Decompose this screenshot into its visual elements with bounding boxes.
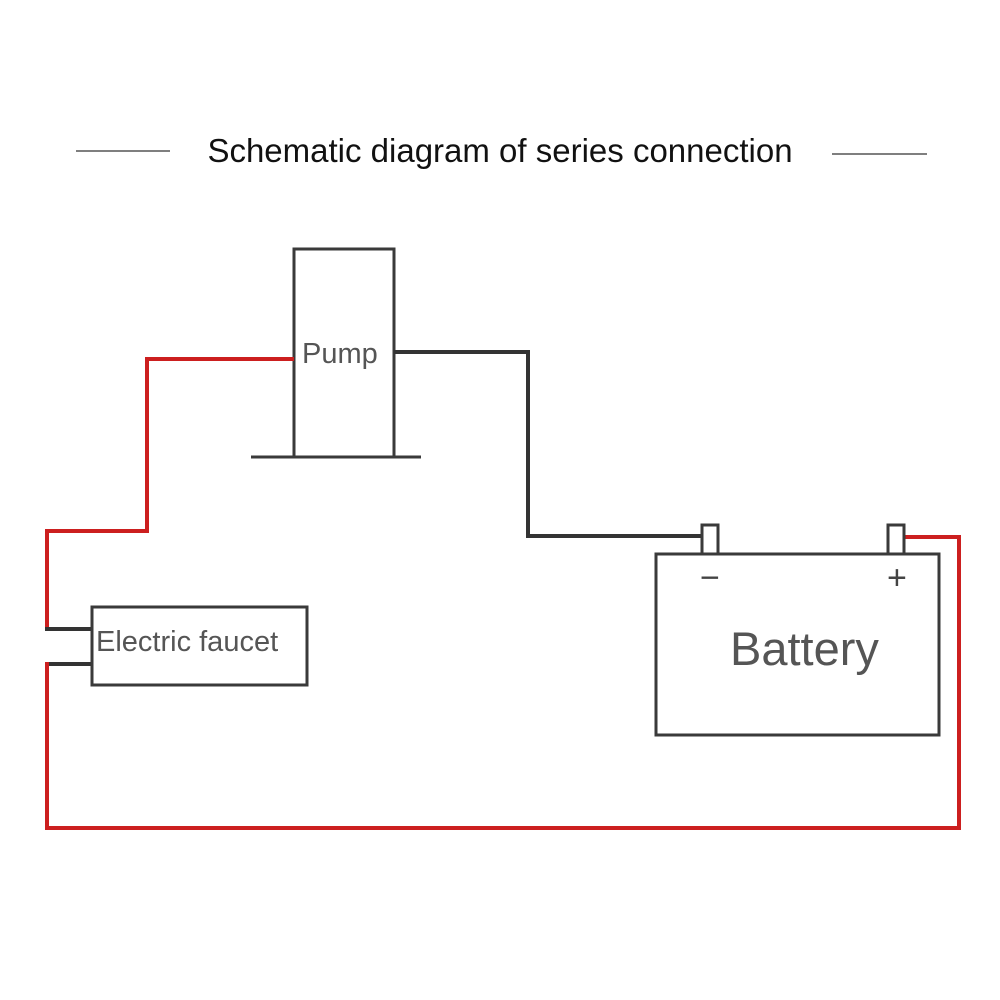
positive-symbol: + [887, 559, 907, 597]
diagram-title: Schematic diagram of series connection [0, 132, 1000, 170]
wire-pump-to-battery-negative [394, 350, 704, 538]
wire-pump-to-faucet [45, 357, 294, 629]
battery-terminal-negative [700, 523, 720, 556]
battery-label: Battery [730, 622, 879, 675]
battery-box [654, 552, 941, 737]
diagram-title-text: Schematic diagram of series connection [201, 132, 799, 169]
wire-faucet-to-battery-positive [45, 535, 961, 830]
battery-terminal-positive [886, 523, 906, 556]
negative-symbol: − [700, 559, 720, 597]
pump-box [292, 247, 396, 459]
electric-faucet-label: Electric faucet [96, 626, 279, 658]
electric-faucet-box [90, 605, 309, 687]
pump-label: Pump [302, 338, 378, 370]
